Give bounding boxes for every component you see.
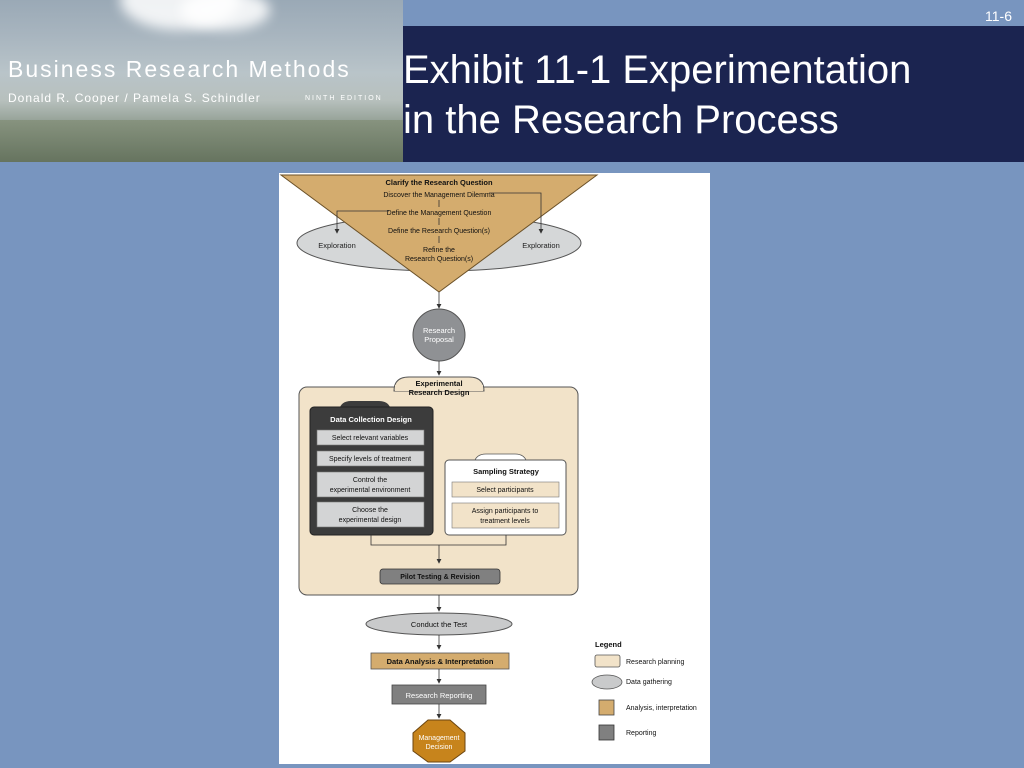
book-title: Business Research Methods [8, 56, 351, 82]
decision-label-1: Management [419, 735, 460, 742]
triangle-step-3: Define the Research Question(s) [388, 228, 490, 235]
dc-item-4b: experimental design [339, 517, 402, 524]
exploration-left-label: Exploration [318, 241, 356, 250]
legend-label-analysis: Analysis, interpretation [626, 705, 697, 712]
sampling-item-2b: treatment levels [480, 518, 530, 525]
design-tab-label-1: Experimental [415, 379, 462, 388]
dc-item-3a: Control the [353, 477, 387, 484]
data-collection-heading: Data Collection Design [330, 415, 412, 424]
pilot-testing-label: Pilot Testing & Revision [400, 574, 480, 581]
book-cover-banner [0, 0, 403, 162]
management-decision-node [412, 719, 466, 763]
sampling-heading: Sampling Strategy [473, 467, 540, 476]
book-authors: Donald R. Cooper / Pamela S. Schindler [8, 91, 261, 105]
proposal-label-2: Proposal [424, 335, 454, 344]
dc-item-3b: experimental environment [330, 487, 411, 494]
legend-swatch-gathering [591, 674, 623, 690]
proposal-label-1: Research [423, 326, 455, 335]
sampling-item-1: Select participants [476, 487, 534, 494]
research-reporting-label: Research Reporting [406, 691, 473, 700]
legend: Legend Research planning Data gathering … [591, 640, 697, 741]
exploration-right-label: Exploration [522, 241, 560, 250]
decision-label-2: Decision [426, 744, 453, 751]
data-analysis-label: Data Analysis & Interpretation [387, 657, 494, 666]
legend-title: Legend [595, 640, 622, 649]
slide-title-line1: Exhibit 11-1 Experimentation [403, 48, 912, 92]
dc-item-box [316, 429, 425, 446]
research-process-diagram: Exploration Exploration Clarify the Rese… [279, 174, 697, 763]
clarify-triangle [279, 174, 599, 293]
merge-connector [370, 535, 507, 546]
triangle-step-2: Define the Management Question [387, 210, 492, 217]
exploration-arrow-left [334, 210, 389, 234]
design-tab-label-2: Research Design [409, 388, 470, 397]
triangle-heading: Clarify the Research Question [385, 178, 493, 187]
legend-label-reporting: Reporting [626, 730, 656, 737]
legend-swatch-reporting [598, 724, 615, 741]
conduct-test-label: Conduct the Test [411, 620, 468, 629]
exploration-arrow-right [489, 192, 544, 234]
sampling-item-box [451, 502, 560, 529]
slide-title-line2: in the Research Process [403, 98, 839, 142]
dc-item-1: Select relevant variables [332, 435, 409, 442]
sampling-item-box [451, 481, 560, 498]
sampling-item-2a: Assign participants to [472, 508, 539, 515]
book-edition: NINTH EDITION [305, 95, 383, 102]
triangle-step-1: Discover the Management Dilemma [383, 192, 494, 199]
legend-label-planning: Research planning [626, 659, 684, 666]
title-bar [403, 26, 1024, 162]
dc-item-box [316, 471, 425, 498]
dc-item-2: Specify levels of treatment [329, 456, 411, 463]
landscape-hills [0, 120, 403, 162]
pilot-testing-box [379, 568, 501, 585]
legend-label-gathering: Data gathering [626, 679, 672, 686]
triangle-refine-2: Research Question(s) [405, 256, 473, 263]
slide-title: Exhibit 11-1 Experimentation in the Rese… [403, 45, 911, 145]
triangle-refine-1: Refine the [423, 247, 455, 254]
legend-swatch-planning [594, 654, 621, 668]
dc-item-4a: Choose the [352, 507, 388, 514]
slide-number: 11-6 [985, 8, 1012, 24]
legend-swatch-analysis [598, 699, 615, 716]
exhibit-figure: Exploration Exploration Clarify the Rese… [279, 173, 710, 764]
dc-item-box [316, 450, 425, 467]
dc-item-box [316, 501, 425, 528]
data-analysis-box [370, 652, 510, 670]
